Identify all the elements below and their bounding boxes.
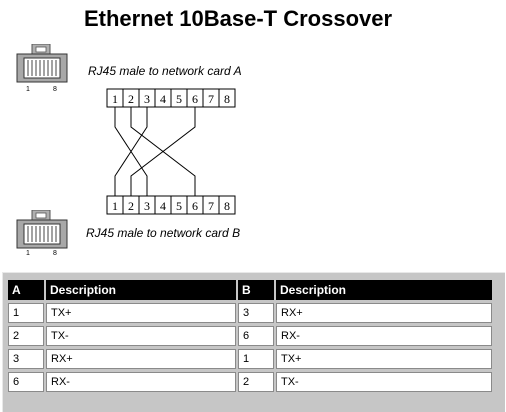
connector-b-pin-label: 6 — [192, 199, 198, 213]
connector-b-pin-box — [218, 195, 236, 215]
header-a: A — [8, 280, 44, 300]
connector-b-pin-label: 3 — [144, 199, 150, 213]
cell-pin-a: 6 — [8, 372, 44, 392]
table-row: 6 RX- 2 TX- — [8, 372, 492, 392]
table-row: 3 RX+ 1 TX+ — [8, 349, 492, 369]
table-row: 1 TX+ 3 RX+ — [8, 303, 492, 323]
connector-a-pin-label: 8 — [224, 92, 230, 106]
cell-pin-b: 3 — [238, 303, 274, 323]
connector-b-pin-label: 1 — [112, 199, 118, 213]
pinout-table: A Description B Description 1 TX+ 3 RX+ … — [6, 277, 494, 395]
plug-a-pin-last-label: 8 — [53, 86, 57, 93]
connector-a-pin-label: 5 — [176, 92, 182, 106]
cell-desc-a: RX- — [46, 372, 236, 392]
wire-3-to-1 — [114, 107, 148, 196]
cell-desc-b: RX+ — [276, 303, 492, 323]
connector-b-pin-label: 7 — [208, 199, 214, 213]
cell-pin-a: 3 — [8, 349, 44, 369]
cell-desc-b: RX- — [276, 326, 492, 346]
plug-b-pin-first-label: 1 — [26, 250, 30, 257]
table-header-row: A Description B Description — [8, 280, 492, 300]
header-b: B — [238, 280, 274, 300]
connector-a-pin-label: 1 — [112, 92, 118, 106]
cell-desc-a: TX+ — [46, 303, 236, 323]
cell-desc-a: TX- — [46, 326, 236, 346]
page-title: Ethernet 10Base-T Crossover — [83, 6, 393, 31]
plug-a-pin-first-label: 1 — [26, 86, 30, 93]
cell-pin-a: 2 — [8, 326, 44, 346]
connector-a-pin-label: 3 — [144, 92, 150, 106]
cell-pin-b: 1 — [238, 349, 274, 369]
connector-b-pin-label: 8 — [224, 199, 230, 213]
connector-a-pin-label: 2 — [128, 92, 134, 106]
header-description-a: Description — [46, 280, 236, 300]
table-row: 2 TX- 6 RX- — [8, 326, 492, 346]
header-description-b: Description — [276, 280, 492, 300]
connector-a-pin-label: 4 — [160, 92, 166, 106]
connector-b-pin-label: 5 — [176, 199, 182, 213]
connector-a-pin-label: 7 — [208, 92, 214, 106]
connector-b-pin-label: 4 — [160, 199, 166, 213]
cell-desc-b: TX- — [276, 372, 492, 392]
connector-a-pin-box — [218, 88, 236, 108]
connector-b-pin-label: 2 — [128, 199, 134, 213]
pinout-table-frame: A Description B Description 1 TX+ 3 RX+ … — [2, 272, 505, 412]
plug-b-pin-last-label: 8 — [53, 250, 57, 257]
rj45-plug-a-icon — [16, 44, 68, 83]
rj45-plug-b-icon — [16, 210, 68, 249]
wire-6-to-2 — [130, 107, 196, 196]
cell-desc-b: TX+ — [276, 349, 492, 369]
connector-a-pin-label: 6 — [192, 92, 198, 106]
cell-pin-a: 1 — [8, 303, 44, 323]
connector-a-caption: RJ45 male to network card A — [88, 64, 242, 78]
connector-b-caption: RJ45 male to network card B — [86, 226, 241, 240]
cell-pin-b: 6 — [238, 326, 274, 346]
cell-pin-b: 2 — [238, 372, 274, 392]
cell-desc-a: RX+ — [46, 349, 236, 369]
